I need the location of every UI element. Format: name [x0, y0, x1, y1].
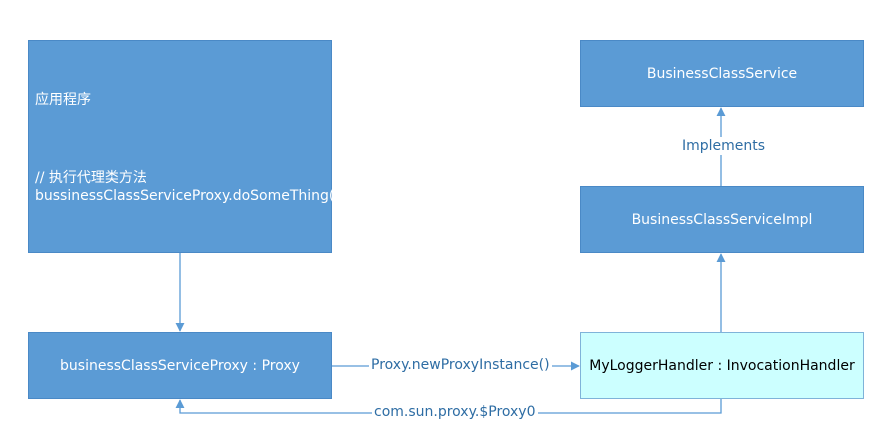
application-box: 应用程序 // 执行代理类方法 bussinessClassServicePro… — [28, 40, 340, 253]
application-method-call: bussinessClassServiceProxy.doSomeThing() — [35, 188, 340, 204]
application-comment: // 执行代理类方法 — [35, 170, 147, 186]
proxy-box: businessClassServiceProxy : Proxy — [28, 332, 332, 399]
service-impl-box: BusinessClassServiceImpl — [580, 186, 864, 253]
service-impl-label: BusinessClassServiceImpl — [631, 211, 813, 228]
proxy-label: businessClassServiceProxy : Proxy — [60, 357, 300, 374]
implements-label: Implements — [680, 137, 768, 155]
generated-proxy-class-label: com.sun.proxy.$Proxy0 — [372, 403, 538, 421]
new-proxy-instance-label: Proxy.newProxyInstance() — [369, 356, 552, 374]
invocation-handler-box: MyLoggerHandler : InvocationHandler — [580, 332, 864, 399]
application-title: 应用程序 — [35, 92, 91, 108]
service-interface-box: BusinessClassService — [580, 40, 864, 107]
invocation-handler-label: MyLoggerHandler : InvocationHandler — [589, 357, 855, 374]
service-interface-label: BusinessClassService — [646, 65, 798, 82]
